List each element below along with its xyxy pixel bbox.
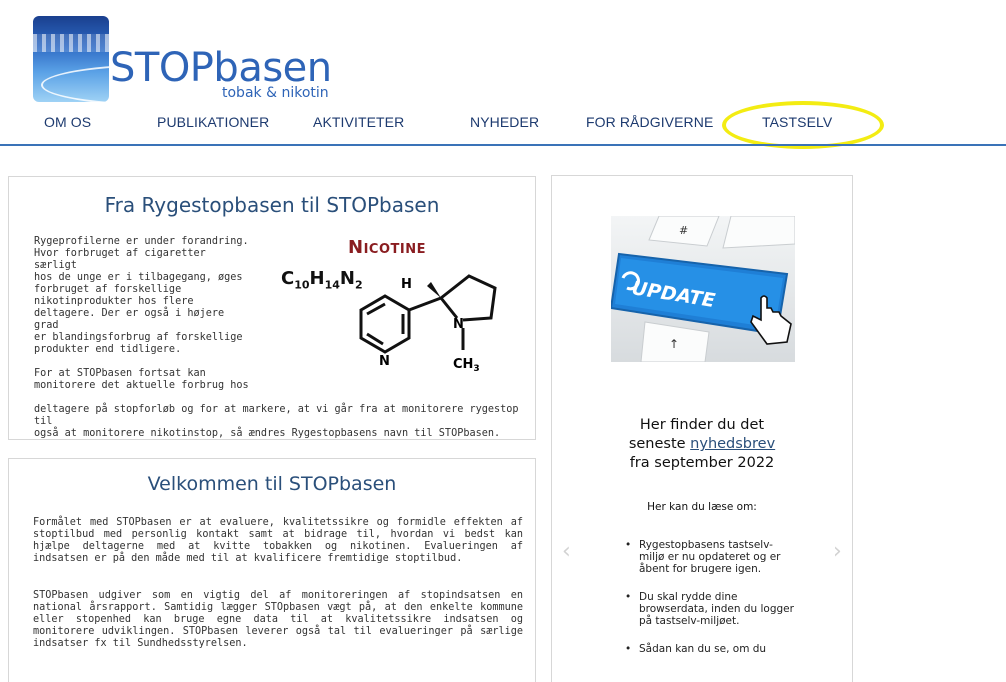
nav-divider bbox=[0, 144, 1006, 146]
logo-title: STOPbasen bbox=[110, 45, 332, 91]
welcome-panel: Velkommen til STOPbasen Formålet med STO… bbox=[8, 458, 536, 682]
methyl-group: CH3 bbox=[453, 357, 480, 374]
intro-paragraph: Rygeprofilerne er under forandring. Hvor… bbox=[34, 236, 249, 391]
slider-prev-icon[interactable]: ‹ bbox=[562, 539, 571, 564]
logo-subtitle: tobak & nikotin bbox=[222, 85, 329, 101]
atom-h: H bbox=[401, 277, 412, 292]
list-item: Du skal rydde dine browserdata, inden du… bbox=[625, 591, 795, 627]
update-keyboard-image[interactable]: # UPDATE ↑ bbox=[611, 216, 795, 362]
list-item: Rygestopbasens tastselv-miljø er nu opda… bbox=[625, 539, 795, 575]
logo-swoosh bbox=[41, 64, 285, 106]
site-logo[interactable]: STOPbasen tobak & nikotin bbox=[33, 16, 351, 106]
list-item: Sådan kan du se, om du bbox=[625, 643, 795, 655]
newsletter-slider: # UPDATE ↑ Her finder du det seneste nyh… bbox=[551, 175, 853, 682]
svg-text:#: # bbox=[679, 224, 688, 237]
svg-text:↑: ↑ bbox=[669, 337, 679, 351]
nicotine-figure-title: Nicotine bbox=[348, 237, 426, 258]
read-about-label: Her kan du læse om: bbox=[647, 501, 757, 513]
nav-item-publikationer[interactable]: PUBLIKATIONER bbox=[157, 114, 270, 130]
annual-report-paragraph: STOPbasen udgiver som en vigtig del af m… bbox=[33, 590, 523, 649]
newsletter-heading: Her finder du det seneste nyhedsbrev fra… bbox=[628, 417, 776, 471]
purpose-paragraph: Formålet med STOPbasen er at evaluere, k… bbox=[33, 517, 523, 564]
name-change-paragraph: deltagere på stopforløb og for at marker… bbox=[34, 404, 519, 439]
newsletter-link[interactable]: nyhedsbrev bbox=[690, 436, 776, 452]
atom-n-pyridine: N bbox=[379, 354, 390, 369]
atom-n-pyrrolidine: N bbox=[453, 317, 464, 332]
tastselv-highlight-circle bbox=[722, 101, 884, 149]
nicotine-formula: C10H14N2 bbox=[281, 268, 363, 292]
main-nav: OM OS PUBLIKATIONER AKTIVITETER NYHEDER … bbox=[0, 112, 1006, 134]
panel-title: Velkommen til STOPbasen bbox=[147, 473, 397, 495]
newsletter-bullet-list: Rygestopbasens tastselv-miljø er nu opda… bbox=[625, 539, 795, 671]
slider-next-icon[interactable]: › bbox=[833, 539, 842, 564]
nav-item-aktiviteter[interactable]: AKTIVITETER bbox=[313, 114, 405, 130]
panel-title: Fra Rygestopbasen til STOPbasen bbox=[104, 193, 440, 217]
rygestop-to-stopbasen-panel: Fra Rygestopbasen til STOPbasen Rygeprof… bbox=[8, 176, 536, 440]
nicotine-structure-diagram: H N N CH3 bbox=[359, 274, 497, 374]
nav-item-om-os[interactable]: OM OS bbox=[44, 114, 92, 130]
nav-item-for-raadgiverne[interactable]: FOR RÅDGIVERNE bbox=[586, 114, 714, 130]
nav-item-nyheder[interactable]: NYHEDER bbox=[470, 114, 540, 130]
